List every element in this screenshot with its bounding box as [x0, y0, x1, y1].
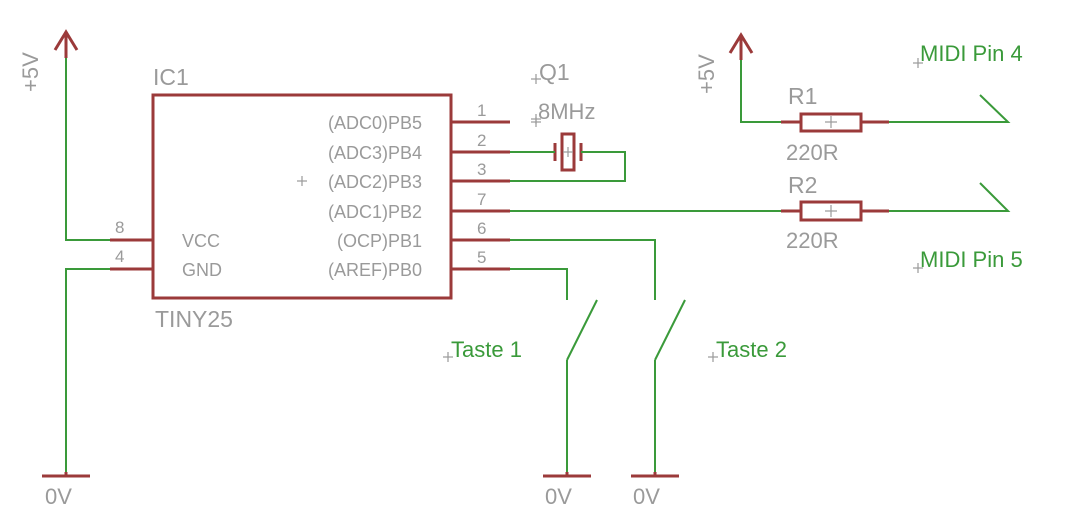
gnd-wire [65, 268, 110, 472]
midi5-wire [889, 182, 1011, 212]
pin-pb0-label: (AREF)PB0 [328, 260, 422, 280]
pin-vcc-label: VCC [182, 231, 220, 251]
gnd-symbol-taste1: 0V [543, 472, 591, 509]
gnd-label-taste1: 0V [545, 484, 572, 509]
midi-pin4-label: MIDI Pin 4 [920, 41, 1023, 66]
crystal-q1: Q1 8MHz [531, 59, 595, 172]
gnd-label-taste2: 0V [633, 484, 660, 509]
resistor-r2: R2 220R [781, 172, 889, 253]
gnd-label-left: 0V [45, 484, 72, 509]
pin-6-number: 6 [477, 219, 486, 238]
r1-name: R1 [788, 83, 817, 109]
vcc-supply-left: +5V [18, 29, 79, 92]
pin-gnd-label: GND [182, 260, 222, 280]
midi4-wire [889, 94, 1011, 123]
ic1-name: IC1 [153, 64, 189, 90]
ic1-value: TINY25 [155, 306, 233, 332]
r2-value: 220R [786, 228, 839, 253]
r1-supply-wire [740, 60, 781, 123]
gnd-symbol-taste2: 0V [631, 472, 679, 509]
crystal-name: Q1 [539, 59, 570, 85]
ic1-tiny25: IC1 TINY25 8 4 VCC GND 1 2 3 7 6 5 (ADC0… [110, 64, 510, 332]
r2-name: R2 [788, 172, 817, 198]
pin-pb2-label: (ADC1)PB2 [328, 202, 422, 222]
pin-3-number: 3 [477, 160, 486, 179]
pin-5-number: 5 [477, 248, 486, 267]
pin-1-number: 1 [477, 101, 486, 120]
taste1-label: Taste 1 [451, 337, 522, 362]
xtal2-wire [510, 151, 626, 182]
ic1-origin-marker [297, 176, 307, 186]
vcc-supply-right: +5V [694, 32, 754, 94]
pin-pb5-label: (ADC0)PB5 [328, 113, 422, 133]
vcc-label-right: +5V [694, 54, 719, 94]
switch-taste-1: Taste 1 [443, 268, 598, 472]
pin-7-number: 7 [477, 190, 486, 209]
gnd-symbol-left: 0V [42, 472, 90, 509]
pin-pb3-label: (ADC2)PB3 [328, 172, 422, 192]
pin-8-number: 8 [115, 218, 124, 237]
pin-pb1-label: (OCP)PB1 [337, 231, 422, 251]
pin-pb4-label: (ADC3)PB4 [328, 143, 422, 163]
resistor-r1: R1 220R [781, 83, 889, 165]
pin1-origin-marker [531, 117, 541, 127]
vcc-wire [65, 58, 110, 241]
midi-origin-markers [913, 58, 923, 273]
switch-taste-2: Taste 2 [510, 239, 787, 472]
taste2-label: Taste 2 [716, 337, 787, 362]
crystal-value: 8MHz [538, 99, 595, 124]
midi-pin5-label: MIDI Pin 5 [920, 247, 1023, 272]
pin-2-number: 2 [477, 131, 486, 150]
pin-4-number: 4 [115, 247, 124, 266]
vcc-label-left: +5V [18, 52, 43, 92]
r1-value: 220R [786, 140, 839, 165]
